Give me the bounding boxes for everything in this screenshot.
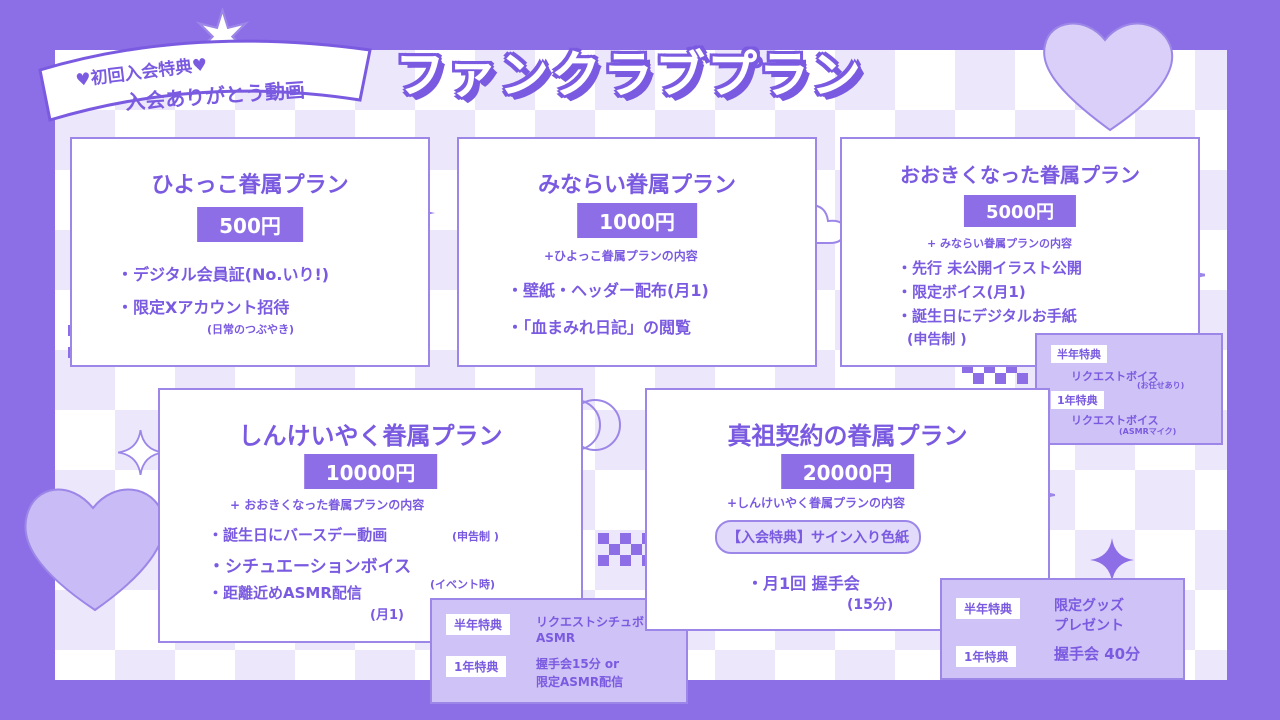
plan-includes: +ひよっこ眷属プランの内容 xyxy=(544,249,698,263)
plan-benefit: ・月1回 握手会 xyxy=(747,574,860,593)
plan-benefit: ・限定Xアカウント招待 xyxy=(117,298,290,317)
bonus-box-ookiku: 半年特典 リクエストボイス (お任せあり) 1年特典 リクエストボイス (ASM… xyxy=(1035,333,1223,445)
plan-price: 5000円 xyxy=(963,195,1077,227)
one-year-tag: 1年特典 xyxy=(1051,391,1104,409)
plan-benefit-note: (申告制 ) xyxy=(452,530,499,543)
plan-includes: + みならい眷属プランの内容 xyxy=(927,237,1073,250)
plan-benefit-note: (イベント時) xyxy=(430,578,496,591)
plan-benefit-note: (15分) xyxy=(847,597,894,613)
plan-price: 10000円 xyxy=(303,454,438,489)
plan-benefit: ・先行 未公開イラスト公開 xyxy=(897,259,1082,277)
bonus-note: (ASMRマイク) xyxy=(1119,427,1177,436)
bonus-text: リクエストボイス xyxy=(1071,414,1159,427)
bonus-note: (お任せあり) xyxy=(1137,381,1185,390)
plan-benefit-note: (日常のつぶやき) xyxy=(207,323,295,336)
plan-benefit: ・誕生日にバースデー動画 xyxy=(208,526,388,544)
plan-includes: + おおきくなった眷属プランの内容 xyxy=(230,498,425,512)
bonus-text: 握手会15分 or xyxy=(536,657,620,671)
bonus-text: リクエストボイス xyxy=(1071,370,1159,383)
bonus-text: ASMR xyxy=(536,631,576,645)
bonus-box-shinso: 半年特典 限定グッズ プレゼント 1年特典 握手会 40分 xyxy=(940,578,1185,680)
plan-benefit: ・「血まみれ日記」の閲覧 xyxy=(507,318,692,337)
plan-benefit-note: (月1) xyxy=(370,608,404,623)
bonus-text: リクエストシチュボ xyxy=(536,615,645,629)
half-year-tag: 半年特典 xyxy=(446,614,511,635)
plan-benefit: ・シチュエーションボイス xyxy=(208,557,412,577)
sparkle-outline-icon xyxy=(118,430,163,475)
bonus-box-shinkeiyaku: 半年特典 リクエストシチュボ ASMR 1年特典 握手会15分 or 限定ASM… xyxy=(430,598,688,704)
sparkle-icon xyxy=(1090,538,1134,582)
bonus-text: 握手会 40分 xyxy=(1054,645,1141,663)
join-bonus-pill: 【入会特典】サイン入り色紙 xyxy=(715,520,921,554)
plan-name: ひよっこ眷属プラン xyxy=(151,173,349,198)
heart-top-right-icon xyxy=(1043,22,1174,132)
page-title: ファンクラブプラン xyxy=(395,46,863,104)
plan-name: しんけいやく眷属プラン xyxy=(238,422,503,450)
plan-includes: +しんけいやく眷属プランの内容 xyxy=(727,496,906,510)
plan-benefit: ・距離近めASMR配信 xyxy=(208,584,362,602)
bonus-text: 限定ASMR配信 xyxy=(536,675,624,689)
plan-benefit: ・デジタル会員証(No.いり!) xyxy=(117,265,330,284)
plan-name: おおきくなった眷属プラン xyxy=(900,163,1140,187)
plan-card-hiyokko: ひよっこ眷属プラン 500円 ・デジタル会員証(No.いり!) ・限定Xアカウン… xyxy=(70,137,430,367)
bonus-text: 限定グッズ xyxy=(1054,598,1124,614)
bonus-text: プレゼント xyxy=(1054,618,1124,634)
checker-strip-icon xyxy=(962,362,1028,384)
plan-benefit: ・限定ボイス(月1) xyxy=(897,283,1026,301)
plan-name: 真祖契約の眷属プラン xyxy=(727,422,968,450)
plan-name: みならい眷属プラン xyxy=(537,173,736,198)
one-year-tag: 1年特典 xyxy=(956,646,1017,667)
half-year-tag: 半年特典 xyxy=(956,598,1021,619)
half-year-tag: 半年特典 xyxy=(1051,345,1107,363)
plan-card-minarai: みならい眷属プラン 1000円 +ひよっこ眷属プランの内容 ・壁紙・ヘッダー配布… xyxy=(457,137,817,367)
plan-benefit-note: (申告制 ) xyxy=(907,332,967,348)
plan-price: 20000円 xyxy=(780,454,915,489)
plan-benefit: ・誕生日にデジタルお手紙 xyxy=(897,307,1077,325)
plan-price: 500円 xyxy=(197,207,303,242)
one-year-tag: 1年特典 xyxy=(446,656,507,677)
ribbon-banner-icon xyxy=(38,39,372,122)
heart-left-icon xyxy=(24,488,166,612)
plan-price: 1000円 xyxy=(577,203,697,238)
plan-card-ookiku: おおきくなった眷属プラン 5000円 + みならい眷属プランの内容 ・先行 未公… xyxy=(840,137,1200,367)
plan-benefit: ・壁紙・ヘッダー配布(月1) xyxy=(507,281,709,300)
